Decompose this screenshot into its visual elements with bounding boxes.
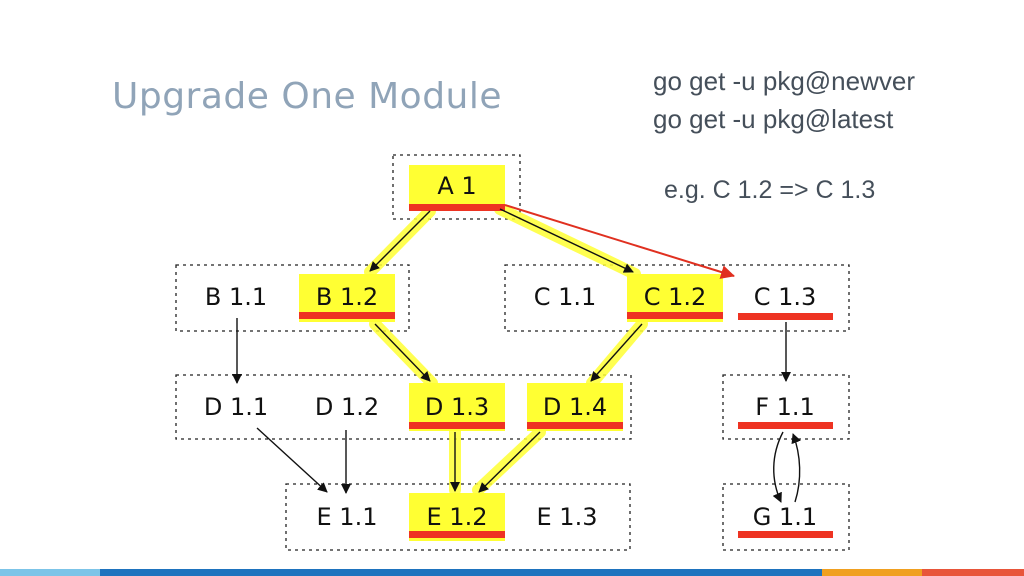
underline-g11	[738, 531, 833, 538]
footer-segment-orange	[822, 569, 922, 576]
node-a1: A 1	[437, 172, 476, 200]
edge-b12-d13	[374, 323, 431, 382]
node-d12: D 1.2	[315, 393, 379, 421]
command-newver: go get -u pkg@newver	[653, 66, 915, 96]
edge-g11-f11	[791, 433, 801, 503]
edge-a1-c13-upgrade	[504, 204, 735, 279]
footer-segment-blue	[100, 569, 822, 576]
highlight-a1	[409, 165, 505, 209]
node-f11: F 1.1	[755, 393, 815, 421]
edge-c12-d14	[590, 323, 643, 382]
node-d11: D 1.1	[204, 393, 268, 421]
underline-e12	[409, 531, 505, 538]
node-e13: E 1.3	[537, 503, 598, 531]
footer-segment-light-blue	[0, 569, 100, 576]
edge-a1-b12	[369, 210, 431, 272]
node-c13: C 1.3	[754, 283, 817, 311]
underline-a1	[409, 204, 505, 211]
module-e-group	[285, 483, 631, 551]
underline-d14	[527, 422, 623, 429]
edge-d14-e12	[478, 431, 541, 493]
module-c-group	[504, 264, 850, 332]
underline-c13	[738, 313, 833, 320]
underline-f11	[738, 422, 833, 429]
edge-d11-e11	[256, 427, 328, 493]
underline-c12	[627, 312, 723, 319]
node-d13: D 1.3	[425, 393, 489, 421]
slide-title: Upgrade One Module	[112, 76, 503, 117]
node-b12: B 1.2	[316, 283, 378, 311]
edge-a1-c12	[499, 208, 634, 273]
module-a-group	[392, 154, 521, 220]
footer-segment-red	[922, 569, 1024, 576]
node-e12: E 1.2	[427, 503, 488, 531]
node-c12: C 1.2	[644, 283, 707, 311]
node-g11: G 1.1	[753, 503, 817, 531]
module-g-group	[722, 483, 850, 551]
module-b-group	[175, 264, 410, 332]
node-d14: D 1.4	[543, 393, 607, 421]
underline-d13	[409, 422, 505, 429]
node-c11: C 1.1	[534, 283, 597, 311]
node-e11: E 1.1	[317, 503, 378, 531]
node-b11: B 1.1	[205, 283, 267, 311]
command-latest: go get -u pkg@latest	[653, 104, 894, 134]
edge-f11-g11	[772, 431, 784, 503]
example-text: e.g. C 1.2 => C 1.3	[664, 176, 876, 204]
footer-color-bar	[0, 569, 1024, 576]
underline-b12	[299, 312, 395, 319]
